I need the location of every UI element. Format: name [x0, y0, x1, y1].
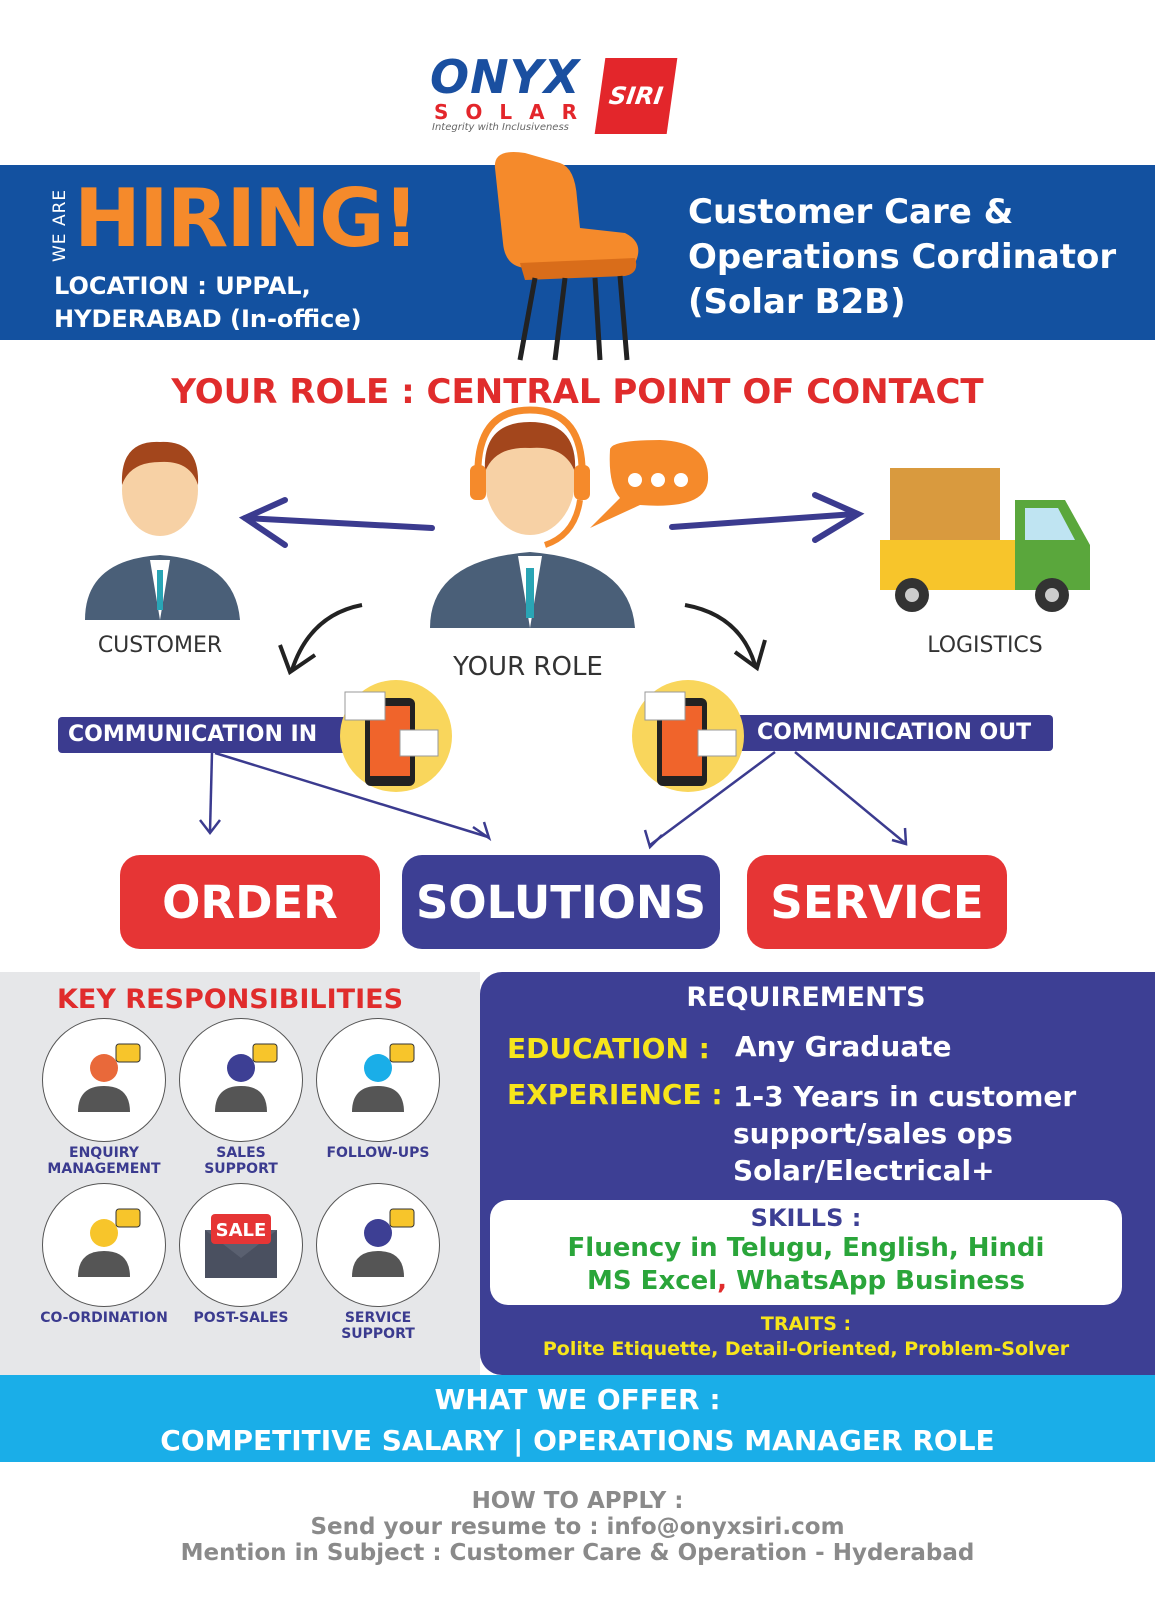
communication-in-bar: COMMUNICATION IN	[58, 717, 358, 753]
responsibility-label: FOLLOW-UPS	[308, 1145, 448, 1161]
job-title-line: Customer Care &	[688, 192, 1014, 232]
sale-envelope-icon: SALE	[179, 1183, 303, 1307]
education-label: EDUCATION :	[507, 1032, 710, 1065]
solutions-box: SOLUTIONS	[402, 855, 720, 949]
apply-heading: HOW TO APPLY :	[471, 1488, 684, 1514]
arrows	[238, 492, 865, 548]
curved-arrows	[278, 603, 767, 676]
responsibility-label: CO-ORDINATION	[34, 1310, 174, 1326]
order-box: ORDER	[120, 855, 380, 949]
role-heading: YOUR ROLE : CENTRAL POINT OF CONTACT	[171, 372, 984, 412]
label-line: CO-ORDINATION	[40, 1310, 168, 1326]
logo-siri-badge: SIRI	[594, 58, 678, 134]
location-line: HYDERABAD (In-office)	[54, 305, 362, 333]
logo-siri-text: SIRI	[607, 82, 665, 110]
skills-line: Fluency in Telugu, English, Hindi	[567, 1233, 1045, 1263]
experience-label: EXPERIENCE :	[507, 1078, 723, 1111]
traits-label: TRAITS :	[760, 1313, 852, 1335]
how-to-apply: HOW TO APPLY : Send your resume to : inf…	[0, 1488, 1155, 1566]
role-diagram	[85, 406, 1090, 850]
coordination-icon	[42, 1183, 166, 1307]
offer-band: WHAT WE OFFER : COMPETITIVE SALARY | OPE…	[0, 1375, 1155, 1462]
apply-subject: Mention in Subject : Customer Care & Ope…	[180, 1540, 975, 1566]
label-line: SUPPORT	[341, 1326, 415, 1342]
customer-label: CUSTOMER	[97, 633, 223, 658]
job-title-line: Operations Cordinator	[688, 237, 1117, 277]
requirements-panel: REQUIREMENTS EDUCATION : Any Graduate EX…	[480, 972, 1155, 1375]
label-line: FOLLOW-UPS	[326, 1145, 430, 1161]
job-title-line: (Solar B2B)	[688, 282, 906, 322]
apply-email[interactable]: Send your resume to : info@onyxsiri.com	[310, 1514, 845, 1540]
label-line: POST-SALES	[193, 1310, 289, 1326]
customer-person-icon	[85, 441, 240, 620]
location-text: LOCATION : UPPAL, HYDERABAD (In-office)	[54, 270, 362, 336]
skills-label: SKILLS :	[750, 1204, 862, 1232]
phone-graphics	[344, 691, 737, 786]
sales-icon	[179, 1018, 303, 1142]
skill-excel: MS Excel	[587, 1266, 718, 1296]
offer-heading: WHAT WE OFFER :	[434, 1383, 721, 1416]
logo-tagline: Integrity with Inclusiveness	[432, 122, 569, 133]
skill-whatsapp: WhatsApp Business	[727, 1266, 1025, 1296]
offer-value: COMPETITIVE SALARY | OPERATIONS MANAGER …	[160, 1424, 995, 1457]
chair-icon	[494, 152, 639, 361]
service-icon	[316, 1183, 440, 1307]
skills-line: MS Excel, WhatsApp Business	[490, 1265, 1122, 1298]
experience-line: support/sales ops	[733, 1117, 1013, 1150]
label-line: SERVICE	[344, 1310, 412, 1326]
label-line: ENQUIRY	[69, 1145, 139, 1161]
your-role-label: YOUR ROLE	[453, 652, 603, 682]
label-line: SALES	[216, 1145, 266, 1161]
logistics-truck-icon	[880, 468, 1090, 612]
calendar-icon	[316, 1018, 440, 1142]
label-line: MANAGEMENT	[47, 1161, 161, 1177]
skills-comma: ,	[717, 1266, 728, 1296]
your-role-person-icon	[430, 406, 709, 628]
skills-box: SKILLS : Fluency in Telugu, English, Hin…	[490, 1200, 1122, 1305]
traits: TRAITS : Polite Etiquette, Detail-Oriente…	[480, 1312, 1132, 1362]
enquiry-icon	[42, 1018, 166, 1142]
education-value: Any Graduate	[735, 1030, 952, 1063]
flow-arrows	[199, 750, 908, 850]
experience-line: 1-3 Years in customer	[733, 1080, 1077, 1113]
requirements-heading: REQUIREMENTS	[686, 982, 926, 1013]
logo-onyx: ONYX	[430, 50, 581, 104]
we-are-text: WE ARE	[50, 188, 70, 262]
company-logo: ONYX SOLAR Integrity with Inclusiveness …	[430, 50, 680, 140]
responsibility-label: POST-SALES	[171, 1310, 311, 1326]
logistics-label: LOGISTICS	[927, 633, 1043, 658]
communication-out-bar: COMMUNICATION OUT	[735, 715, 1053, 751]
sale-badge-text: SALE	[216, 1220, 267, 1241]
hiring-heading: HIRING!	[74, 172, 419, 265]
logo-solar: SOLAR	[434, 100, 595, 124]
location-line: LOCATION : UPPAL,	[54, 272, 311, 300]
traits-value: Polite Etiquette, Detail-Oriented, Probl…	[542, 1338, 1070, 1360]
label-line: SUPPORT	[204, 1161, 278, 1177]
service-box: SERVICE	[747, 855, 1007, 949]
job-title: Customer Care & Operations Cordinator (Sol…	[688, 190, 1116, 325]
experience-line: Solar/Electrical+	[733, 1154, 995, 1187]
key-heading: KEY RESPONSIBILITIES	[56, 984, 404, 1015]
